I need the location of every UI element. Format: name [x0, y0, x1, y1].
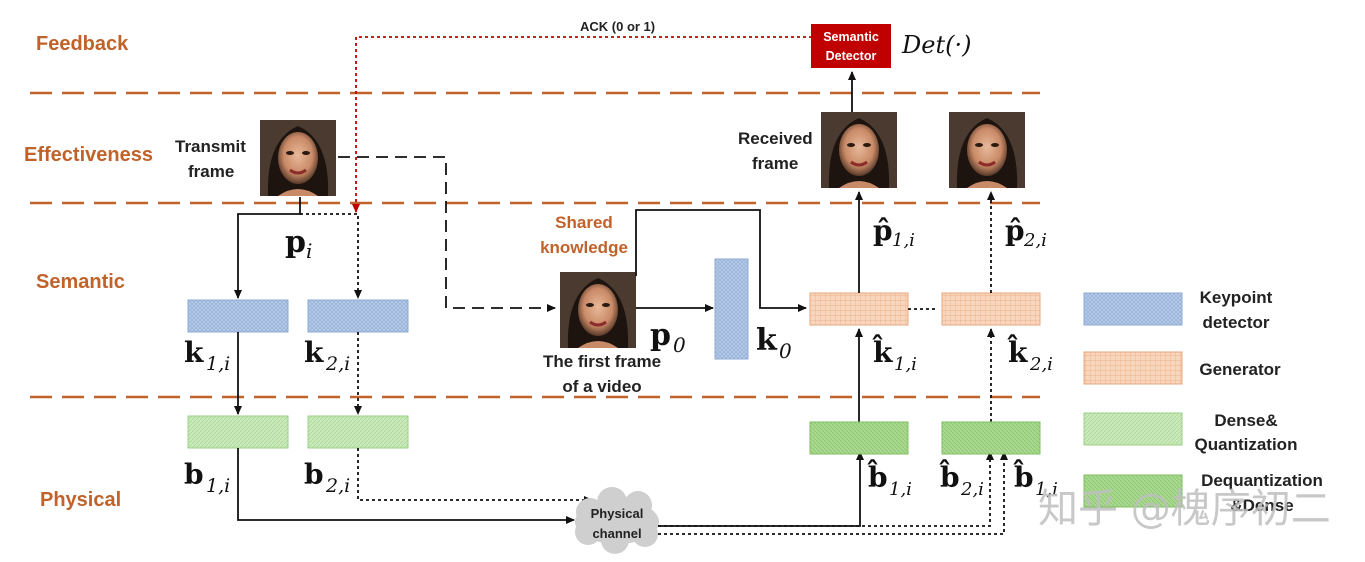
- arrow-b1-to-channel: [237, 448, 575, 524]
- watermark: 知乎 @槐序初二: [1038, 486, 1331, 532]
- keypoint-detector-block-2: [307, 299, 409, 333]
- math-b2-hat-sub: 2,i: [960, 479, 984, 500]
- legend-keypoint-line1: Keypoint: [1200, 288, 1273, 307]
- math-p-i-sub: i: [306, 239, 312, 263]
- transmit-frame-label-line1: Transmit: [175, 137, 246, 156]
- math-b1-hat-b-sub: 1,i: [1035, 479, 1058, 500]
- dequant-block-2: [941, 421, 1041, 455]
- math-k2-sub: 2,i: [325, 353, 350, 375]
- math-p2-hat-sub: 2,i: [1023, 230, 1047, 251]
- physical-channel-cloud: [575, 487, 659, 554]
- legend-swatch-dense: [1083, 412, 1183, 446]
- legend-swatch-dequant: [1083, 474, 1183, 508]
- math-k2-hat: k̂: [1006, 335, 1028, 369]
- received-frame-image-1: [819, 110, 899, 190]
- keypoint-detector-vertical: [714, 258, 749, 360]
- arrow-to-keypoint-2: [300, 213, 362, 299]
- arrow-channel-to-dequant-2a: [658, 451, 1008, 535]
- physical-channel-label-line1: Physical: [591, 506, 644, 521]
- legend-swatch-keypoint: [1083, 292, 1183, 326]
- math-b1-hat-b: b̂: [1012, 460, 1033, 494]
- math-b2: b: [304, 458, 324, 491]
- math-b1-sub: 1,i: [206, 475, 230, 497]
- legend-generator: Generator: [1199, 360, 1281, 379]
- shared-knowledge-label-line2: knowledge: [540, 238, 628, 257]
- ack-label: ACK (0 or 1): [580, 19, 655, 34]
- math-b1: b: [184, 458, 204, 491]
- generator-block-1: [809, 292, 909, 326]
- math-p1-hat: p̂: [873, 214, 893, 247]
- received-frame-label-line2: frame: [752, 154, 798, 173]
- shared-knowledge-label-line1: Shared: [555, 213, 613, 232]
- first-frame-image: [558, 270, 638, 350]
- physical-channel-label-line2: channel: [592, 526, 641, 541]
- received-frame-image-2: [947, 110, 1027, 190]
- math-k0: k: [756, 323, 778, 358]
- layer-label-semantic: Semantic: [36, 271, 125, 293]
- legend-dense-line2: Quantization: [1195, 435, 1298, 454]
- first-frame-label-line1: The first frame: [543, 352, 661, 371]
- math-p0-sub: 0: [673, 333, 686, 357]
- math-k2: k: [304, 336, 324, 369]
- math-b2-hat: b̂: [938, 460, 959, 494]
- math-b1-hat-sub: 1,i: [889, 479, 912, 500]
- arrow-channel-to-dequant-1: [658, 451, 864, 527]
- layer-dividers: [30, 91, 1040, 399]
- semantic-detector-label-line1: Semantic: [823, 30, 879, 44]
- math-k1-hat-sub: 1,i: [894, 354, 917, 375]
- received-frame-label-line1: Received: [738, 129, 813, 148]
- arrow-b2-to-channel: [357, 448, 593, 504]
- math-k2-hat-sub: 2,i: [1029, 354, 1053, 375]
- ack-feedback-line: [352, 36, 812, 213]
- math-p2-hat: p̂: [1005, 214, 1025, 247]
- shared-knowledge-path: [635, 209, 807, 312]
- layer-label-physical: Physical: [40, 489, 121, 511]
- first-frame-label-line2: of a video: [562, 377, 641, 396]
- math-k1: k: [184, 336, 204, 369]
- semantic-detector-label-line2: Detector: [826, 49, 877, 63]
- legend-dequant-line1: Dequantization: [1201, 471, 1323, 490]
- transmit-frame-label-line2: frame: [188, 162, 234, 181]
- math-p1-hat-sub: 1,i: [892, 230, 915, 251]
- math-k1-hat: k̂: [871, 335, 893, 369]
- layer-label-effectiveness: Effectiveness: [24, 144, 153, 166]
- dense-quant-block-2: [307, 415, 409, 449]
- dequant-block-1: [809, 421, 909, 455]
- legend-swatch-generator: [1083, 351, 1183, 385]
- legend: Keypoint detector Generator Dense& Quant…: [1083, 288, 1323, 515]
- layer-label-feedback: Feedback: [36, 33, 129, 55]
- generator-block-2: [941, 292, 1041, 326]
- dense-quant-block-1: [187, 415, 289, 449]
- math-b1-hat: b̂: [866, 460, 887, 494]
- math-k0-sub: 0: [779, 339, 792, 363]
- semantic-detector-box: [811, 24, 891, 68]
- det-function-label: Det(·): [901, 31, 971, 59]
- math-p-i: p: [285, 225, 306, 260]
- legend-dequant-line2: &Dense: [1230, 496, 1293, 515]
- arrow-channel-to-dequant-2b: [658, 451, 994, 527]
- dashed-path-to-first-frame: [338, 156, 556, 312]
- math-p0: p: [650, 318, 671, 353]
- transmit-frame-image: [258, 118, 338, 198]
- keypoint-detector-block-1: [187, 299, 289, 333]
- legend-dense-line1: Dense&: [1214, 411, 1277, 430]
- legend-keypoint-line2: detector: [1202, 313, 1269, 332]
- arrow-to-keypoint-1: [234, 197, 301, 299]
- math-k1-sub: 1,i: [206, 353, 230, 375]
- math-b2-sub: 2,i: [325, 475, 350, 497]
